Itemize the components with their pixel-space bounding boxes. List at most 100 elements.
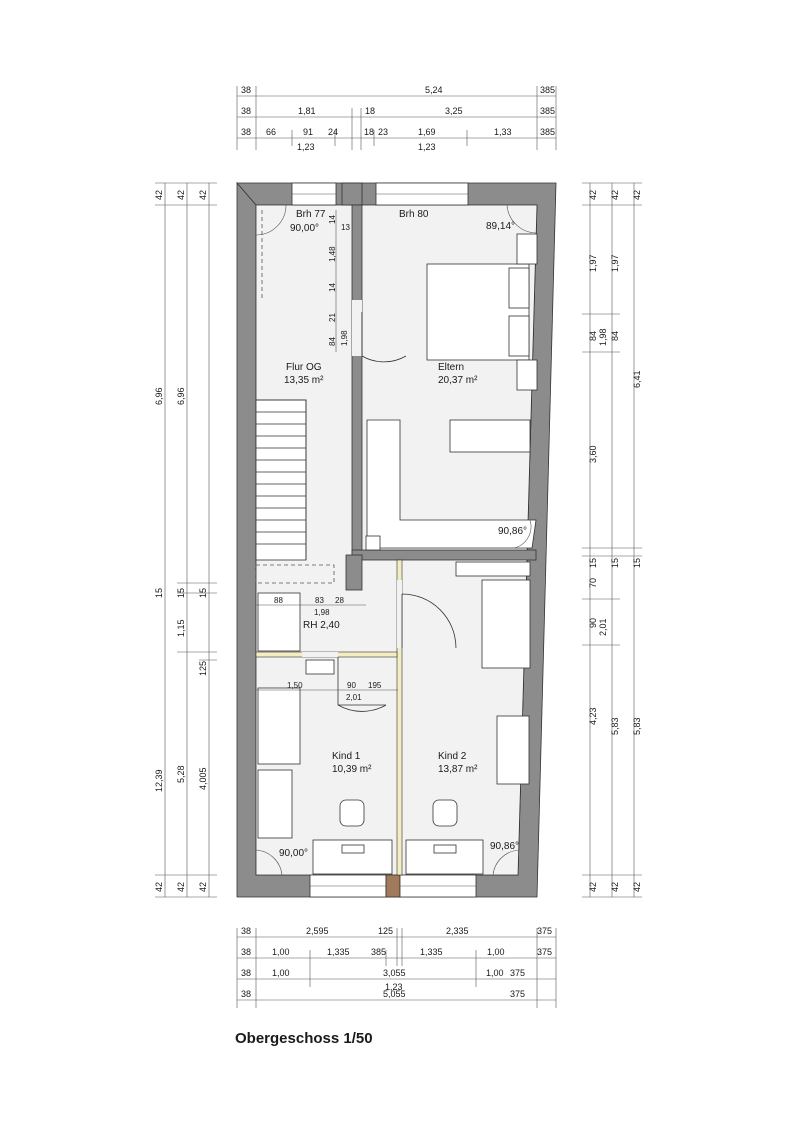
top-dim-2-d: 3,25 bbox=[445, 106, 463, 116]
left-dim-1-d: 12,39 bbox=[154, 769, 164, 792]
interior-wall-vertical bbox=[351, 204, 363, 556]
right-dim-3-a: 42 bbox=[632, 190, 642, 200]
top-dim-3-b: 66 bbox=[266, 127, 276, 137]
angle-mid-right: 90,86° bbox=[498, 526, 527, 537]
right-dim-2-c: 1,98 bbox=[598, 328, 608, 346]
bottom-dim-2-d: 385 bbox=[371, 947, 386, 957]
interior-wall-horizontal bbox=[351, 549, 537, 561]
brh-left-label: Brh 77 bbox=[296, 209, 326, 220]
inner-dim-14b: 14 bbox=[328, 283, 337, 292]
right-dim-1-a: 42 bbox=[588, 190, 598, 200]
building bbox=[236, 181, 557, 898]
closet-flur bbox=[257, 592, 301, 652]
bottom-dim-1-a: 38 bbox=[241, 926, 251, 936]
top-dim-4-a: 1,23 bbox=[297, 142, 315, 152]
top-dim-3-i: 385 bbox=[540, 127, 555, 137]
left-dim-2-c: 15 bbox=[176, 588, 186, 598]
annotations: Brh 77 Brh 80 RH 2,40 90,00° 89,14° 90,8… bbox=[256, 209, 527, 859]
top-dimension-chains: 38 5,24 385 38 1,81 18 3,25 385 38 66 91… bbox=[236, 85, 557, 152]
inner-dim-84: 84 bbox=[328, 337, 337, 346]
inner-dim-83: 83 bbox=[315, 596, 324, 605]
left-dim-2-d: 1,15 bbox=[176, 619, 186, 637]
top-dim-2-b: 1,81 bbox=[298, 106, 316, 116]
right-dim-2-f: 2,01 bbox=[598, 618, 608, 636]
left-dim-2-f: 5,28 bbox=[176, 765, 186, 783]
top-dim-1-c: 385 bbox=[540, 85, 555, 95]
right-dim-3-b: 6,41 bbox=[632, 370, 642, 388]
left-dim-1-c: 15 bbox=[154, 588, 164, 598]
bottom-dim-4-a: 1,23 bbox=[385, 982, 403, 992]
room-name-flur: Flur OG bbox=[286, 362, 322, 373]
right-dim-2-g: 5,83 bbox=[610, 717, 620, 735]
inner-dim-28: 28 bbox=[335, 596, 344, 605]
left-dim-1-e: 42 bbox=[154, 882, 164, 892]
left-dim-1-b: 6,96 bbox=[154, 387, 164, 405]
angle-bottom-left: 90,00° bbox=[279, 848, 308, 859]
bottom-dim-3-c: 3,055 bbox=[383, 968, 406, 978]
door-kind-2 bbox=[401, 593, 457, 649]
right-dim-2-a: 42 bbox=[610, 190, 620, 200]
bottom-dim-2-e: 1,335 bbox=[420, 947, 443, 957]
room-area-kind-1: 10,39 m² bbox=[332, 764, 372, 775]
inner-dim-90: 90 bbox=[347, 681, 356, 690]
right-dim-2-d: 84 bbox=[610, 331, 620, 341]
bottom-dim-2-a: 38 bbox=[241, 947, 251, 957]
bottom-dim-5-c: 375 bbox=[510, 989, 525, 999]
bottom-dim-2-c: 1,335 bbox=[327, 947, 350, 957]
right-dim-2-e: 15 bbox=[610, 558, 620, 568]
angle-top-right: 89,14° bbox=[486, 221, 515, 232]
right-dim-3-c: 15 bbox=[632, 558, 642, 568]
door-eltern bbox=[361, 312, 407, 363]
inner-dim-14a: 14 bbox=[328, 215, 337, 224]
bed-kind-2 bbox=[481, 579, 531, 669]
top-dim-3-g: 1,69 bbox=[418, 127, 436, 137]
inner-dim-21: 21 bbox=[328, 313, 337, 322]
room-area-kind-2: 13,87 m² bbox=[438, 764, 478, 775]
top-dim-3-c: 91 bbox=[303, 127, 313, 137]
bottom-dimension-chains: 38 2,595 125 2,335 375 38 1,00 1,335 385… bbox=[236, 926, 557, 1008]
bottom-dim-3-b: 1,00 bbox=[272, 968, 290, 978]
bottom-dim-3-a: 38 bbox=[241, 968, 251, 978]
inner-dim-195: 195 bbox=[368, 681, 382, 690]
bottom-dim-1-e: 375 bbox=[537, 926, 552, 936]
right-dimension-chains: 42 1,97 84 3,60 15 70 90 4,23 42 42 1,97… bbox=[582, 182, 642, 898]
top-dim-1-b: 5,24 bbox=[425, 85, 443, 95]
left-dim-1-a: 42 bbox=[154, 190, 164, 200]
inner-dim-150: 1,50 bbox=[287, 681, 303, 690]
bed-kind-1 bbox=[257, 687, 301, 765]
inner-dim-198b: 1,98 bbox=[314, 608, 330, 617]
bottom-dim-1-c: 125 bbox=[378, 926, 393, 936]
room-area-flur: 13,35 m² bbox=[284, 375, 324, 386]
bottom-dim-3-d: 1,00 bbox=[486, 968, 504, 978]
shelf-kind-2 bbox=[496, 715, 530, 785]
top-dim-1-a: 38 bbox=[241, 85, 251, 95]
top-dim-2-a: 38 bbox=[241, 106, 251, 116]
right-dim-1-e: 15 bbox=[588, 558, 598, 568]
chair-kind-2 bbox=[432, 799, 458, 827]
room-name-kind-2: Kind 2 bbox=[438, 751, 467, 762]
left-dim-3-c: 4,005 bbox=[198, 767, 208, 790]
partition-wall bbox=[396, 559, 403, 876]
brh-right-label: Brh 80 bbox=[399, 209, 429, 220]
top-dim-3-f: 23 bbox=[378, 127, 388, 137]
left-dim-3-b: 15 bbox=[198, 588, 208, 598]
right-dim-1-d: 3,60 bbox=[588, 445, 598, 463]
right-dim-1-b: 1,97 bbox=[588, 254, 598, 272]
left-dim-2-e: 125 bbox=[198, 661, 208, 676]
top-dim-2-c: 18 bbox=[365, 106, 375, 116]
left-dim-3-d: 42 bbox=[198, 882, 208, 892]
inner-dim-148: 1,48 bbox=[328, 246, 337, 262]
right-dim-1-g: 90 bbox=[588, 618, 598, 628]
bottom-dim-1-d: 2,335 bbox=[446, 926, 469, 936]
right-dim-1-h: 4,23 bbox=[588, 707, 598, 725]
top-dim-3-h: 1,33 bbox=[494, 127, 512, 137]
top-dim-3-a: 38 bbox=[241, 127, 251, 137]
right-dim-1-i: 42 bbox=[588, 882, 598, 892]
bottom-dim-1-b: 2,595 bbox=[306, 926, 329, 936]
top-dim-3-d: 24 bbox=[328, 127, 338, 137]
rh-label: RH 2,40 bbox=[303, 620, 340, 631]
inner-dim-201: 2,01 bbox=[346, 693, 362, 702]
bottom-dim-5-a: 38 bbox=[241, 989, 251, 999]
left-dim-2-b: 6,96 bbox=[176, 387, 186, 405]
angle-bottom-right: 90,86° bbox=[490, 841, 519, 852]
